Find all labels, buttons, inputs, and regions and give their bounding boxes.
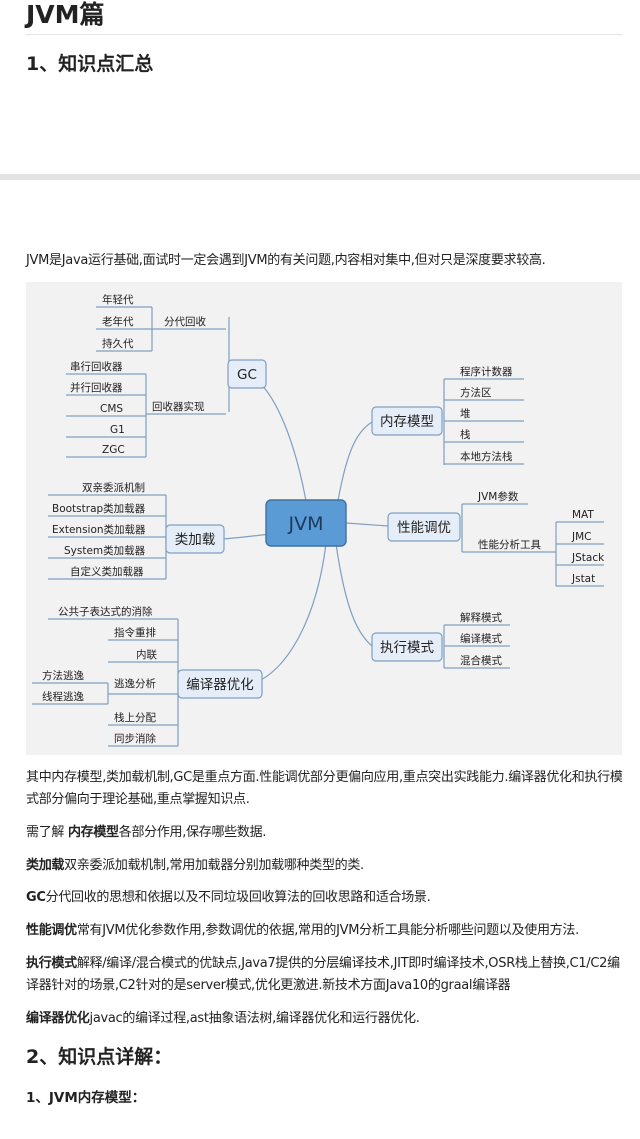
edge-root-compiler — [251, 543, 327, 685]
item-exec: 执行模式解释/编译/混合模式的优缺点,Java7提供的分层编译技术,JIT即时编… — [26, 956, 620, 993]
page-title: JVM篇 — [26, 0, 105, 29]
leaf-memory-native: 本地方法栈 — [460, 450, 513, 463]
leaf-classload-bootstrap: Bootstrap类加载器 — [52, 502, 146, 515]
edge-root-memory — [335, 421, 373, 513]
item-memory: 需了解 内存模型各部分作用,保存哪些数据. — [26, 825, 267, 840]
title-divider — [26, 34, 622, 35]
leaf-compiler-cse: 公共子表达式的消除 — [58, 605, 153, 618]
edge-root-exec — [335, 543, 373, 647]
leaf-coll-serial: 串行回收器 — [70, 360, 123, 373]
mindmap-canvas: GC 类加载 编译器优化 JVM 内存模型 性能调优 执行模式 分代回收 年轻代… — [32, 293, 605, 747]
node-gc-coll-label: 回收器实现 — [152, 400, 205, 413]
leaf-classload-parent: 双亲委派机制 — [82, 481, 145, 494]
leaf-classload-extension: Extension类加载器 — [52, 523, 146, 536]
section-separator — [0, 174, 640, 180]
item-classload-key: 类加载 — [26, 858, 65, 873]
leaf-gen-old: 老年代 — [102, 315, 134, 328]
leaf-classload-system: System类加载器 — [64, 544, 146, 557]
node-memory — [371, 406, 443, 436]
leaf-classload-custom: 自定义类加载器 — [70, 565, 144, 578]
section-heading-detail: 2、知识点详解： — [26, 1046, 173, 1068]
node-root — [265, 499, 347, 547]
leaf-exec-compile: 编译模式 — [460, 632, 502, 645]
node-tuning-tools-label: 性能分析工具 — [478, 538, 541, 551]
node-exec — [371, 632, 443, 662]
item-memory-key: 内存模型 — [67, 825, 119, 840]
node-compiler-label: 编译器优化 — [186, 677, 254, 693]
node-gc-label: GC — [237, 367, 257, 383]
leaf-memory-heap: 堆 — [460, 408, 471, 420]
leaf-memory-method-area: 方法区 — [460, 386, 492, 399]
node-exec-label: 执行模式 — [380, 640, 434, 656]
subsection-heading-memory: 1、JVM内存模型： — [26, 1090, 146, 1106]
leaf-coll-zgc: ZGC — [102, 444, 125, 456]
node-compiler — [177, 669, 263, 699]
leaf-tool-jstack: JStack — [571, 552, 605, 564]
leaf-compiler-reorder: 指令重排 — [114, 626, 156, 639]
node-compiler-escape-label: 逃逸分析 — [114, 677, 156, 690]
intro-paragraph: JVM是Java运行基础,面试时一定会遇到JVM的有关问题,内容相对集中,但对只… — [26, 253, 546, 268]
jvm-mindmap: GC 类加载 编译器优化 JVM 内存模型 性能调优 执行模式 分代回收 年轻代… — [26, 282, 622, 755]
leaf-coll-parallel: 并行回收器 — [70, 381, 123, 394]
leaf-compiler-sync-elim: 同步消除 — [114, 732, 156, 745]
node-tuning-label: 性能调优 — [397, 520, 451, 536]
node-gc-gen-label: 分代回收 — [164, 315, 206, 328]
node-gc — [227, 359, 267, 389]
item-exec-key: 执行模式 — [26, 956, 77, 971]
leaf-tuning-params: JVM参数 — [477, 490, 519, 503]
item-gc: GC分代回收的思想和依据以及不同垃圾回收算法的回收思路和适合场景. — [26, 890, 431, 905]
leaf-tool-jmc: JMC — [571, 531, 592, 543]
leaf-memory-pc: 程序计数器 — [460, 365, 513, 378]
summary-paragraph: 其中内存模型,类加载机制,GC是重点方面.性能调优部分更偏向应用,重点突出实践能… — [26, 770, 623, 807]
leaf-gen-perm: 持久代 — [102, 337, 134, 350]
node-root-label: JVM — [288, 513, 324, 535]
leaf-compiler-stack-alloc: 栈上分配 — [114, 711, 156, 724]
leaf-compiler-inline: 内联 — [136, 648, 157, 661]
node-memory-label: 内存模型 — [380, 414, 434, 430]
leaf-exec-mixed: 混合模式 — [460, 654, 502, 667]
node-tuning — [387, 512, 461, 542]
leaf-tool-mat: MAT — [572, 509, 594, 521]
section-heading-summary: 1、知识点汇总 — [26, 53, 154, 75]
item-compiler: 编译器优化javac的编译过程,ast抽象语法树,编译器优化和运行器优化. — [26, 1011, 420, 1026]
leaf-tool-jstat: Jstat — [571, 573, 595, 585]
leaf-escape-method: 方法逃逸 — [42, 669, 84, 682]
item-tuning-key: 性能调优 — [26, 923, 77, 938]
node-classload-label: 类加载 — [175, 532, 216, 548]
item-classload: 类加载双亲委派加载机制,常用加载器分别加载哪种类型的类. — [26, 858, 364, 873]
leaf-coll-cms: CMS — [100, 403, 123, 415]
leaf-exec-interpret: 解释模式 — [460, 611, 502, 624]
item-gc-key: GC — [26, 890, 46, 905]
leaf-coll-g1: G1 — [110, 424, 125, 436]
leaf-gen-young: 年轻代 — [102, 293, 134, 306]
item-tuning: 性能调优常有JVM优化参数作用,参数调优的依据,常用的JVM分析工具能分析哪些问… — [26, 923, 579, 938]
leaf-memory-stack: 栈 — [460, 428, 471, 441]
node-classload — [165, 524, 225, 554]
leaf-escape-thread: 线程逃逸 — [42, 690, 84, 703]
edge-root-tuning — [345, 522, 389, 527]
item-compiler-key: 编译器优化 — [26, 1011, 90, 1026]
edge-root-gc — [249, 373, 309, 513]
